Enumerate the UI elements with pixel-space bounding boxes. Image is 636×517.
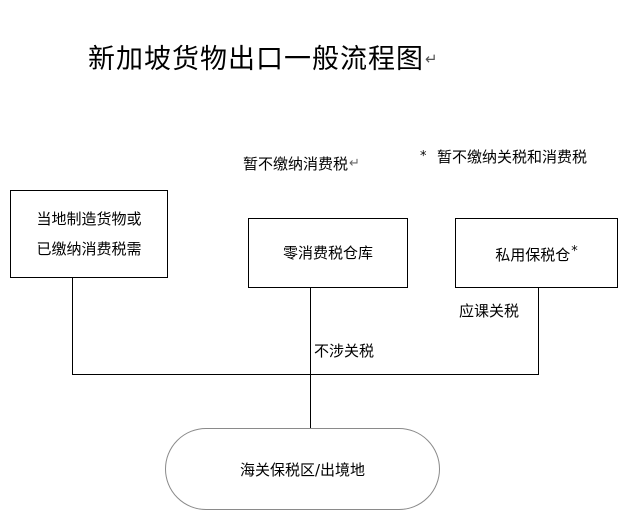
edge-label-no-duty: 不涉关税 [314, 341, 374, 361]
node-local-goods-line1: 当地制造货物或 [36, 210, 142, 228]
node-local-goods[interactable]: 当地制造货物或 已缴纳消费税需 [10, 190, 168, 278]
note-duty-and-gst-deferred-text: 暂不缴纳关税和消费税 [437, 148, 588, 166]
footnote-star-icon: * [420, 149, 427, 164]
connector-local-goods-vertical [72, 278, 73, 375]
connector-bus-to-terminal [310, 374, 311, 429]
node-customs-zone-terminal-label: 海关保税区/出境地 [239, 460, 366, 479]
node-zero-gst-warehouse[interactable]: 零消费税仓库 [248, 218, 408, 288]
node-private-bonded-warehouse-line: 私用保税仓* [495, 237, 578, 270]
edge-label-gst-deferred-text: 暂不缴纳消费税 [243, 155, 349, 173]
node-private-bonded-warehouse-label: 私用保税仓 [495, 245, 571, 264]
footnote-star-icon: * [571, 243, 578, 259]
edge-label-dutiable: 应课关税 [459, 301, 519, 321]
edge-label-gst-deferred: 暂不缴纳消费税↵ [243, 154, 360, 174]
connector-zero-gst-vertical [310, 288, 311, 375]
node-local-goods-line2: 已缴纳消费税需 [36, 240, 142, 258]
edge-label-no-duty-text: 不涉关税 [314, 342, 375, 360]
footnote-star-text: * [420, 149, 427, 164]
connector-private-bonded-vertical [538, 288, 539, 375]
page-title: 新加坡货物出口一般流程图↵ [88, 42, 439, 77]
edge-label-dutiable-text: 应课关税 [459, 302, 520, 320]
note-duty-and-gst-deferred: 暂不缴纳关税和消费税 [437, 147, 587, 167]
pilcrow-mark: ↵ [349, 156, 360, 171]
pilcrow-mark: ↵ [425, 50, 439, 68]
connector-horizontal-bus [72, 374, 539, 375]
node-zero-gst-warehouse-label: 零消费税仓库 [282, 244, 373, 262]
page-title-text: 新加坡货物出口一般流程图 [88, 44, 424, 75]
node-private-bonded-warehouse[interactable]: 私用保税仓* [455, 218, 618, 288]
node-customs-zone-terminal[interactable]: 海关保税区/出境地 [165, 428, 440, 510]
